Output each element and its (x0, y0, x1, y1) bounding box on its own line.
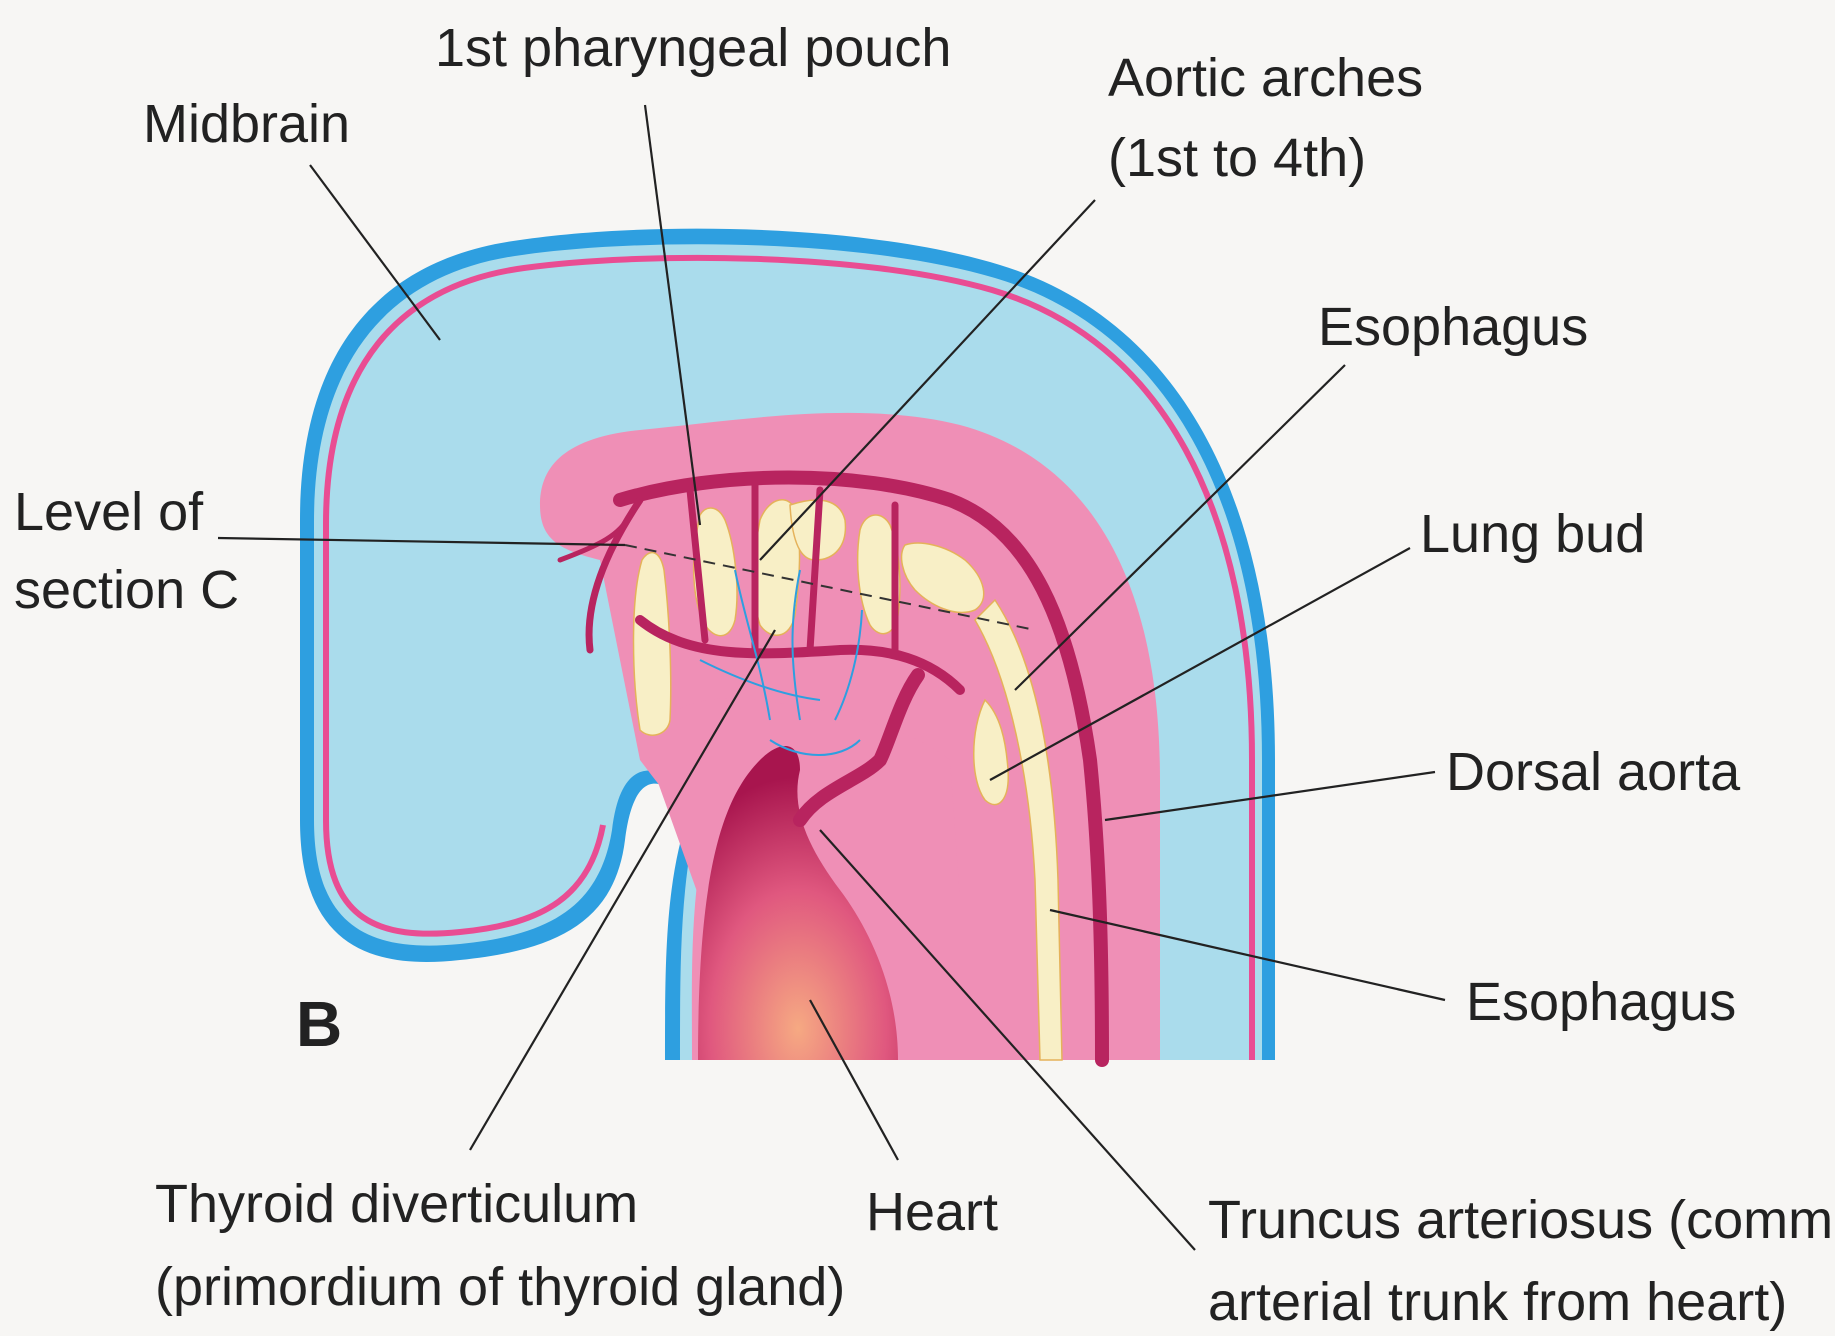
label-aortic-arches-range: (1st to 4th) (1108, 128, 1366, 188)
label-dorsal-aorta: Dorsal aorta (1446, 742, 1741, 802)
panel-letter: B (296, 988, 342, 1060)
label-midbrain: Midbrain (143, 94, 350, 154)
label-heart: Heart (866, 1182, 998, 1242)
label-level-section-line2: section C (14, 560, 239, 620)
label-level-section-line1: Level of (14, 482, 204, 542)
label-esophagus-bottom: Esophagus (1466, 972, 1736, 1032)
label-esophagus-top: Esophagus (1318, 297, 1588, 357)
label-aortic-arches: Aortic arches (1108, 48, 1423, 108)
label-lung-bud: Lung bud (1420, 504, 1645, 564)
label-thyroid-line1: Thyroid diverticulum (155, 1174, 638, 1234)
label-pharyngeal-pouch: 1st pharyngeal pouch (435, 18, 951, 78)
label-truncus-line2: arterial trunk from heart) (1208, 1272, 1787, 1332)
label-truncus-line1: Truncus arteriosus (common (1208, 1190, 1835, 1250)
label-thyroid-line2: (primordium of thyroid gland) (155, 1257, 845, 1317)
